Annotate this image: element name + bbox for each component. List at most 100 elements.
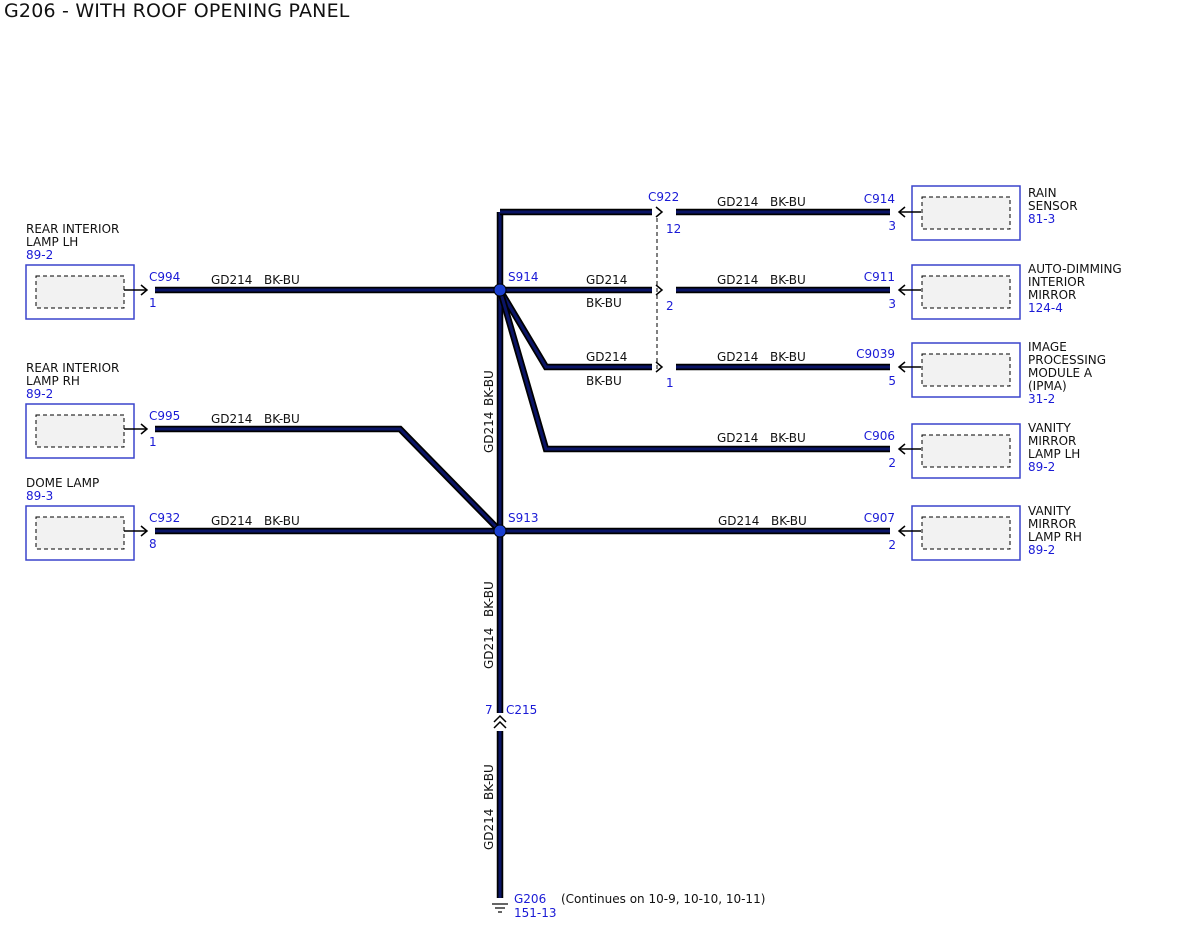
- right-component-4-name: MIRROR: [1028, 434, 1076, 448]
- ground-ref: 151-13: [514, 906, 557, 920]
- pin-c215: 7: [485, 703, 493, 717]
- wire-c906-color-label: BK-BU: [770, 431, 806, 445]
- pin-c914: 3: [888, 219, 896, 233]
- left-component-2-ref: 89-2: [26, 387, 53, 401]
- c922-arrow: [655, 284, 664, 296]
- pin-c906: 2: [888, 456, 896, 470]
- wire-c914-circuit-label: GD214: [717, 195, 758, 209]
- wire-c9039-color-label: BK-BU: [770, 350, 806, 364]
- right-component-3-name: (IPMA): [1028, 379, 1067, 393]
- splice-s913: [493, 524, 507, 538]
- wire-c9039-circuit-label: GD214: [717, 350, 758, 364]
- left-component-1-name: REAR INTERIOR: [26, 222, 119, 236]
- connector-c215: C215: [506, 703, 537, 717]
- left-component-1-arrow: [140, 284, 149, 296]
- wire-s914-c922-low-core: [498, 289, 652, 369]
- wire-c907-circuit-label: GD214: [718, 514, 759, 528]
- right-component-1-name: SENSOR: [1028, 199, 1078, 213]
- ground-note: (Continues on 10-9, 10-10, 10-11): [561, 892, 765, 906]
- right-component-4-name: VANITY: [1028, 421, 1071, 435]
- trunk-circuit-label: GD214: [482, 412, 496, 453]
- left-component-2-arrow: [140, 423, 149, 435]
- c922-arrow: [655, 206, 664, 218]
- trunk-color-label: BK-BU: [482, 581, 496, 617]
- right-component-5-name: LAMP RH: [1028, 530, 1082, 544]
- trunk-circuit-label: GD214: [482, 809, 496, 850]
- right-component-1-name: RAIN: [1028, 186, 1057, 200]
- left-component-2-name: REAR INTERIOR: [26, 361, 119, 375]
- trunk-circuit-label: GD214: [482, 628, 496, 669]
- wire-c906-circuit-label: GD214: [717, 431, 758, 445]
- wire-c932-circuit-label: GD214: [211, 514, 252, 528]
- wire-s914-c922-circuit-label: GD214: [586, 273, 627, 287]
- left-component-3-name: DOME LAMP: [26, 476, 99, 490]
- trunk-color-label: BK-BU: [482, 370, 496, 406]
- c215-arrow: [493, 714, 507, 723]
- wire-c932-color-label: BK-BU: [264, 514, 300, 528]
- splice-s914: [493, 283, 507, 297]
- connector-c994: C994: [149, 270, 180, 284]
- right-component-2-inner: [921, 275, 1011, 309]
- connector-c922: C922: [648, 190, 679, 204]
- left-component-1-name: LAMP LH: [26, 235, 78, 249]
- wire-c995-s913-core: [155, 427, 502, 533]
- wire-c994-circuit-label: GD214: [211, 273, 252, 287]
- pin-c994: 1: [149, 296, 157, 310]
- right-component-1-arrow: [897, 206, 906, 218]
- right-component-2-name: MIRROR: [1028, 288, 1076, 302]
- connector-c932: C932: [149, 511, 180, 525]
- right-component-1-inner: [921, 196, 1011, 230]
- left-component-2-inner: [35, 414, 125, 448]
- right-component-3-name: MODULE A: [1028, 366, 1093, 380]
- components: [25, 185, 1021, 913]
- left-component-3-inner: [35, 516, 125, 550]
- right-component-4-name: LAMP LH: [1028, 447, 1080, 461]
- wire-s914-c922-color-label: BK-BU: [586, 296, 622, 310]
- right-component-1-ref: 81-3: [1028, 212, 1055, 226]
- trunk-color-label: BK-BU: [482, 764, 496, 800]
- left-component-2-name: LAMP RH: [26, 374, 80, 388]
- wire-s914-c906-core: [498, 289, 890, 451]
- right-component-4-arrow: [897, 443, 906, 455]
- right-component-2-ref: 124-4: [1028, 301, 1063, 315]
- wire-s914-c922-low-circuit-label: GD214: [586, 350, 627, 364]
- right-component-3-inner: [921, 353, 1011, 387]
- pin-c922: 12: [666, 222, 681, 236]
- wire-c995-color-label: BK-BU: [264, 412, 300, 426]
- pin-c907: 2: [888, 538, 896, 552]
- left-component-1-inner: [35, 275, 125, 309]
- page-title: G206 - WITH ROOF OPENING PANEL: [4, 0, 350, 22]
- ground-id: G206: [514, 892, 546, 906]
- pin-c922: 1: [666, 376, 674, 390]
- splice-s914-label: S914: [508, 270, 539, 284]
- right-component-5-name: VANITY: [1028, 504, 1071, 518]
- left-component-3-arrow: [140, 525, 149, 537]
- connector-c907: C907: [864, 511, 895, 525]
- pin-c922: 2: [666, 299, 674, 313]
- right-component-3-name: PROCESSING: [1028, 353, 1106, 367]
- connector-c906: C906: [864, 429, 895, 443]
- connector-c9039: C9039: [856, 347, 895, 361]
- connector-c911: C911: [864, 270, 895, 284]
- wire-c907-color-label: BK-BU: [771, 514, 807, 528]
- wire-s914-c922-low-color-label: BK-BU: [586, 374, 622, 388]
- pin-c911: 3: [888, 297, 896, 311]
- right-component-2-name: INTERIOR: [1028, 275, 1085, 289]
- right-component-5-inner: [921, 516, 1011, 550]
- right-component-3-arrow: [897, 361, 906, 373]
- wires: [155, 208, 890, 898]
- right-component-3-ref: 31-2: [1028, 392, 1055, 406]
- left-component-3-ref: 89-3: [26, 489, 53, 503]
- right-component-2-name: AUTO-DIMMING: [1028, 262, 1122, 276]
- wire-c914-color-label: BK-BU: [770, 195, 806, 209]
- pin-c932: 8: [149, 537, 157, 551]
- splice-s913-label: S913: [508, 511, 539, 525]
- right-component-5-ref: 89-2: [1028, 543, 1055, 557]
- wire-c911-color-label: BK-BU: [770, 273, 806, 287]
- wire-c994-color-label: BK-BU: [264, 273, 300, 287]
- pin-c9039: 5: [888, 374, 896, 388]
- connector-c914: C914: [864, 192, 895, 206]
- pin-c995: 1: [149, 435, 157, 449]
